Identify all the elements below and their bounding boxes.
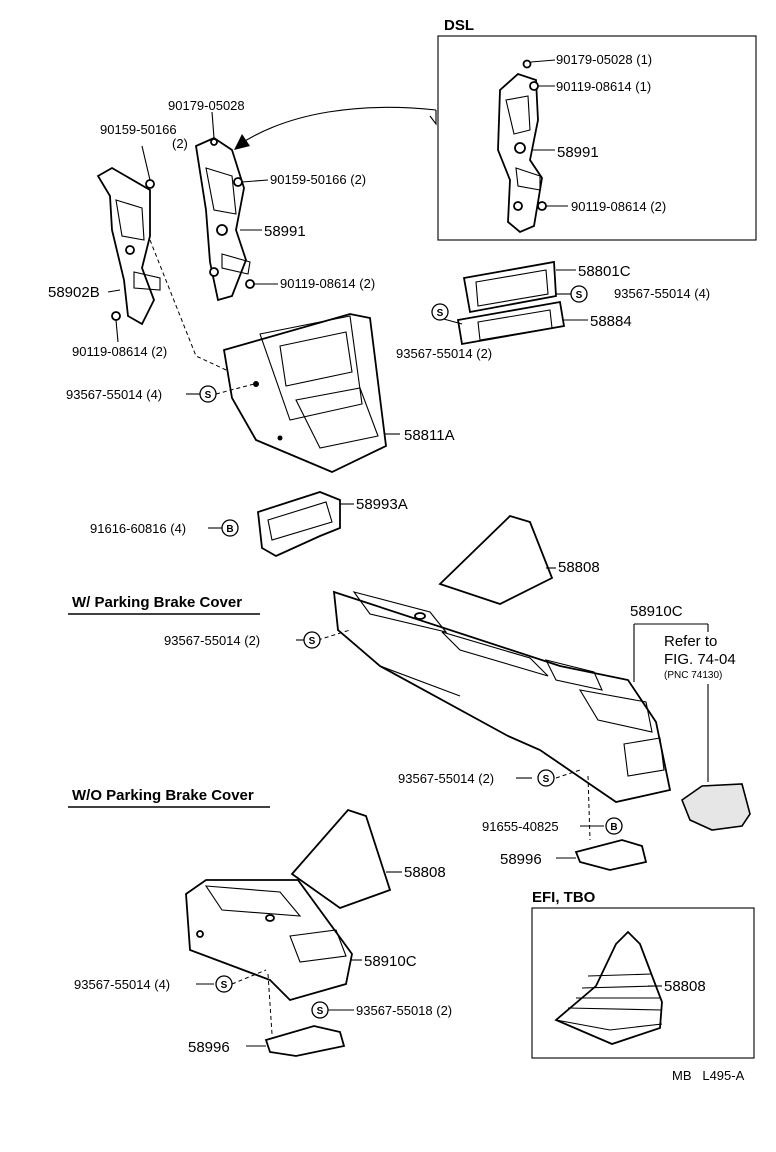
label-58801c: 58801C [578, 263, 631, 280]
console-with-brake: 58808 S 93567-55014 (2) S 93567-55014 (2… [164, 514, 751, 871]
footer-code: MB L495-A [672, 1068, 745, 1083]
dsl-label-90119-bot: 90119-08614 (2) [571, 199, 666, 214]
label-58996-without: 58996 [188, 1039, 230, 1056]
label-93567-55014-2-a: 93567-55014 (2) [164, 633, 260, 648]
reference-arrow [239, 106, 437, 145]
label-58808-efi: 58808 [664, 978, 706, 995]
console-without-brake: 58808 58910C S 93567-55014 (4) S 93567-5… [74, 808, 452, 1057]
label-93567-55014-4-without: 93567-55014 (4) [74, 977, 170, 992]
label-58808-with: 58808 [558, 559, 600, 576]
label-58910c-without: 58910C [364, 953, 417, 970]
label-fig-74-04: FIG. 74-04 [664, 651, 736, 668]
efi-tbo-inset: EFI, TBO 58808 [531, 889, 755, 1059]
label-90179-qty: (2) [172, 136, 188, 151]
label-90159-a: 90159-50166 [100, 122, 177, 137]
label-90119-b: 90119-08614 (2) [72, 344, 167, 359]
label-93567-55014-4-panel: 93567-55014 (4) [614, 286, 710, 301]
label-91616-60816: 91616-60816 (4) [90, 521, 186, 536]
svg-text:S: S [437, 308, 444, 319]
label-58993a: 58993A [356, 496, 408, 513]
label-93567-55014-2-b: 93567-55014 (2) [398, 771, 494, 786]
label-58991: 58991 [264, 223, 306, 240]
label-93567-55014-2-panel: 93567-55014 (2) [396, 346, 492, 361]
svg-text:S: S [543, 774, 550, 785]
dsl-label-90179: 90179-05028 (1) [556, 52, 652, 67]
svg-text:B: B [610, 822, 617, 833]
bracket-58993a: B 91616-60816 (4) 58993A [90, 491, 408, 558]
label-90159-b: 90159-50166 (2) [270, 172, 366, 187]
label-pnc-74130: (PNC 74130) [664, 670, 722, 681]
label-58910c-with: 58910C [630, 603, 683, 620]
svg-text:B: B [226, 524, 233, 535]
svg-text:S: S [309, 636, 316, 647]
label-93567-55014-4-console: 93567-55014 (4) [66, 387, 162, 402]
panel-assembly: S S 58801C 93567-55014 (4) 58884 93567-5… [396, 260, 710, 361]
efi-tbo-title: EFI, TBO [532, 889, 596, 906]
svg-text:S: S [317, 1006, 324, 1017]
label-58808-without: 58808 [404, 864, 446, 881]
label-58811a: 58811A [404, 427, 455, 444]
dsl-inset: DSL 90179-05028 (1) 90119-08614 (1) 5899… [437, 17, 757, 241]
svg-text:S: S [576, 290, 583, 301]
label-90179-05028: 90179-05028 [168, 98, 245, 113]
label-90119-a: 90119-08614 (2) [280, 276, 375, 291]
svg-text:S: S [205, 390, 212, 401]
dsl-label-58991: 58991 [557, 144, 599, 161]
label-refer-to: Refer to [664, 633, 717, 650]
label-58902b: 58902B [48, 284, 100, 301]
dsl-label-90119-top: 90119-08614 (1) [556, 79, 651, 94]
label-91655-40825: 91655-40825 [482, 819, 559, 834]
label-58996-with: 58996 [500, 851, 542, 868]
dsl-title: DSL [444, 17, 474, 34]
svg-text:S: S [221, 980, 228, 991]
label-93567-55018: 93567-55018 (2) [356, 1003, 452, 1018]
console-58811a: S 93567-55014 (4) 58811A [66, 313, 455, 473]
section-with-brake-cover: W/ Parking Brake Cover [72, 594, 242, 611]
label-58884: 58884 [590, 313, 632, 330]
bracket-assembly: 90179-05028 (2) 90159-50166 90159-50166 … [48, 98, 375, 383]
section-without-brake-cover: W/O Parking Brake Cover [72, 787, 254, 804]
arrow-head-icon [234, 134, 250, 150]
